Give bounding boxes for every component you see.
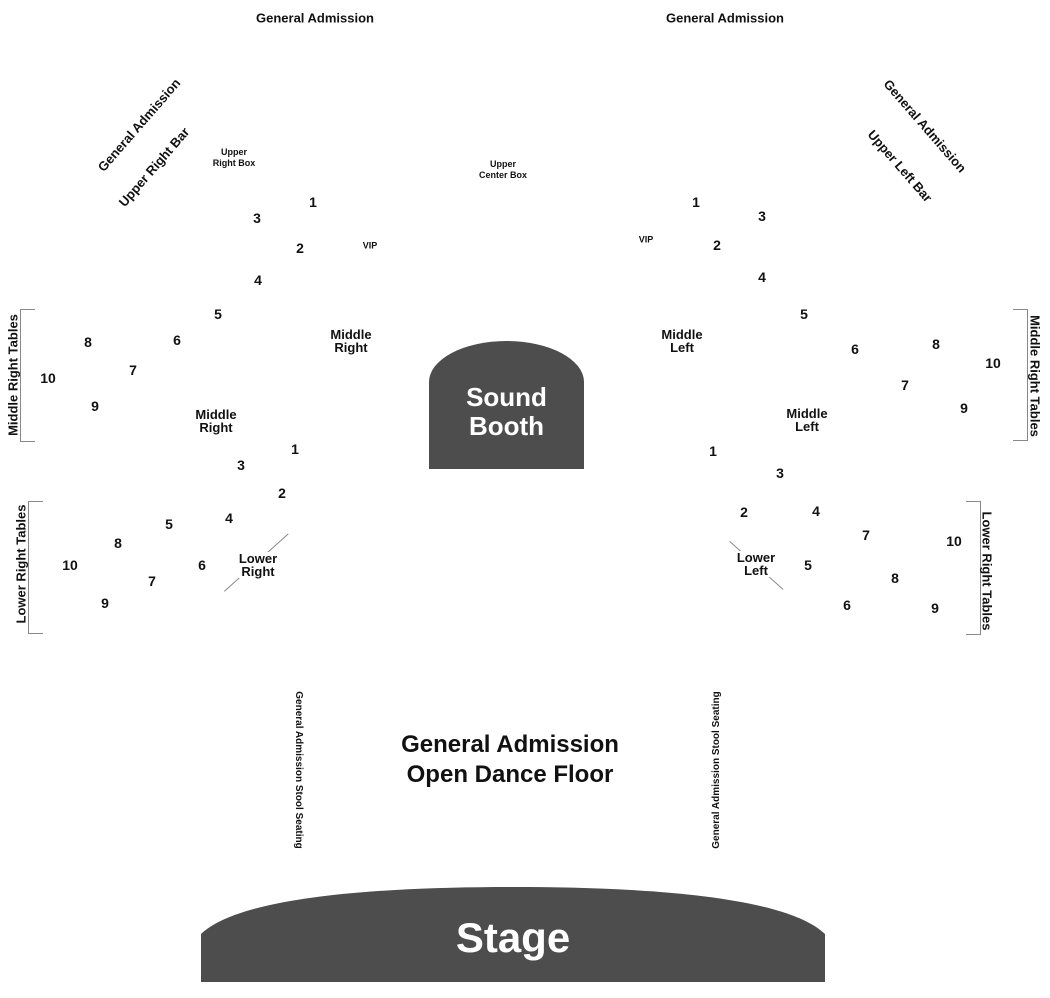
stool-seating-right-label[interactable]: General Admission Stool Seating <box>711 691 722 849</box>
seat-upper-left-7[interactable]: 7 <box>901 377 909 393</box>
seat-lower-right-2[interactable]: 2 <box>278 485 286 501</box>
lower-right-label[interactable]: Lower Right <box>238 551 278 579</box>
dance-floor-label[interactable]: General Admission Open Dance Floor <box>401 731 619 788</box>
stage-label: Stage <box>455 914 571 961</box>
seat-upper-left-2[interactable]: 2 <box>713 237 721 253</box>
middle-right-lower-label[interactable]: Middle Right <box>195 407 237 435</box>
seat-upper-left-3[interactable]: 3 <box>758 208 766 224</box>
seat-upper-left-1[interactable]: 1 <box>692 194 700 210</box>
seat-upper-right-9[interactable]: 9 <box>91 398 99 414</box>
seat-upper-left-9[interactable]: 9 <box>960 400 968 416</box>
middle-right-tables-right-label[interactable]: Middle Right Tables <box>1027 315 1043 437</box>
seat-lower-left-2[interactable]: 2 <box>740 504 748 520</box>
seat-lower-right-7[interactable]: 7 <box>148 573 156 589</box>
seat-upper-left-10[interactable]: 10 <box>985 355 1001 371</box>
general-admission-top-left-label[interactable]: General Admission <box>256 10 374 26</box>
middle-right-upper-label[interactable]: Middle Right <box>330 327 372 355</box>
stool-seating-left-label[interactable]: General Admission Stool Seating <box>293 691 304 849</box>
seat-upper-right-3[interactable]: 3 <box>253 210 261 226</box>
seat-lower-right-1[interactable]: 1 <box>291 441 299 457</box>
lower-right-tables-bracket-right <box>966 501 981 635</box>
middle-right-tables-left-label[interactable]: Middle Right Tables <box>5 314 21 436</box>
general-admission-top-right-label[interactable]: General Admission <box>666 10 784 26</box>
seat-upper-left-5[interactable]: 5 <box>800 306 808 322</box>
vip-right-label[interactable]: VIP <box>362 240 378 251</box>
lower-right-tables-right-label[interactable]: Lower Right Tables <box>979 511 995 631</box>
sound-booth-label: Sound Booth <box>466 382 547 441</box>
seat-lower-right-10[interactable]: 10 <box>62 557 78 573</box>
seat-lower-left-10[interactable]: 10 <box>946 533 962 549</box>
seat-lower-left-4[interactable]: 4 <box>812 503 820 519</box>
upper-center-box-label[interactable]: Upper Center Box <box>478 159 528 180</box>
upper-right-box-label[interactable]: Upper Right Box <box>212 147 256 168</box>
seat-lower-left-1[interactable]: 1 <box>709 443 717 459</box>
middle-right-tables-bracket-right <box>1013 309 1028 441</box>
seat-lower-left-7[interactable]: 7 <box>862 527 870 543</box>
seat-upper-right-10[interactable]: 10 <box>40 370 56 386</box>
seat-upper-left-6[interactable]: 6 <box>851 341 859 357</box>
middle-left-lower-label[interactable]: Middle Left <box>786 406 828 434</box>
upper-left-bar-label[interactable]: Upper Left Bar <box>864 127 936 205</box>
middle-left-upper-label[interactable]: Middle Left <box>661 327 703 355</box>
sound-booth-shape <box>429 341 584 469</box>
seat-lower-left-5[interactable]: 5 <box>804 557 812 573</box>
seat-lower-right-3[interactable]: 3 <box>237 457 245 473</box>
seat-upper-right-2[interactable]: 2 <box>296 240 304 256</box>
lower-right-tables-bracket-left <box>28 501 43 634</box>
seat-upper-right-5[interactable]: 5 <box>214 306 222 322</box>
vip-left-label[interactable]: VIP <box>638 234 654 245</box>
lower-right-tables-left-label[interactable]: Lower Right Tables <box>13 504 29 624</box>
seat-lower-right-4[interactable]: 4 <box>225 510 233 526</box>
seat-lower-right-9[interactable]: 9 <box>101 595 109 611</box>
seat-upper-right-8[interactable]: 8 <box>84 334 92 350</box>
seat-lower-left-3[interactable]: 3 <box>776 465 784 481</box>
seat-lower-right-6[interactable]: 6 <box>198 557 206 573</box>
seat-lower-right-5[interactable]: 5 <box>165 516 173 532</box>
seat-lower-left-8[interactable]: 8 <box>891 570 899 586</box>
middle-right-tables-bracket-left <box>20 309 35 442</box>
seat-upper-right-1[interactable]: 1 <box>309 194 317 210</box>
sound-booth <box>429 341 584 469</box>
seat-upper-right-6[interactable]: 6 <box>173 332 181 348</box>
seat-upper-right-4[interactable]: 4 <box>254 272 262 288</box>
seat-lower-right-8[interactable]: 8 <box>114 535 122 551</box>
lower-left-label[interactable]: Lower Left <box>736 550 776 578</box>
seat-upper-left-8[interactable]: 8 <box>932 336 940 352</box>
seat-lower-left-6[interactable]: 6 <box>843 597 851 613</box>
seat-upper-right-7[interactable]: 7 <box>129 362 137 378</box>
stage-shape <box>201 887 825 982</box>
seat-upper-left-4[interactable]: 4 <box>758 269 766 285</box>
stage <box>201 887 825 982</box>
seat-lower-left-9[interactable]: 9 <box>931 600 939 616</box>
